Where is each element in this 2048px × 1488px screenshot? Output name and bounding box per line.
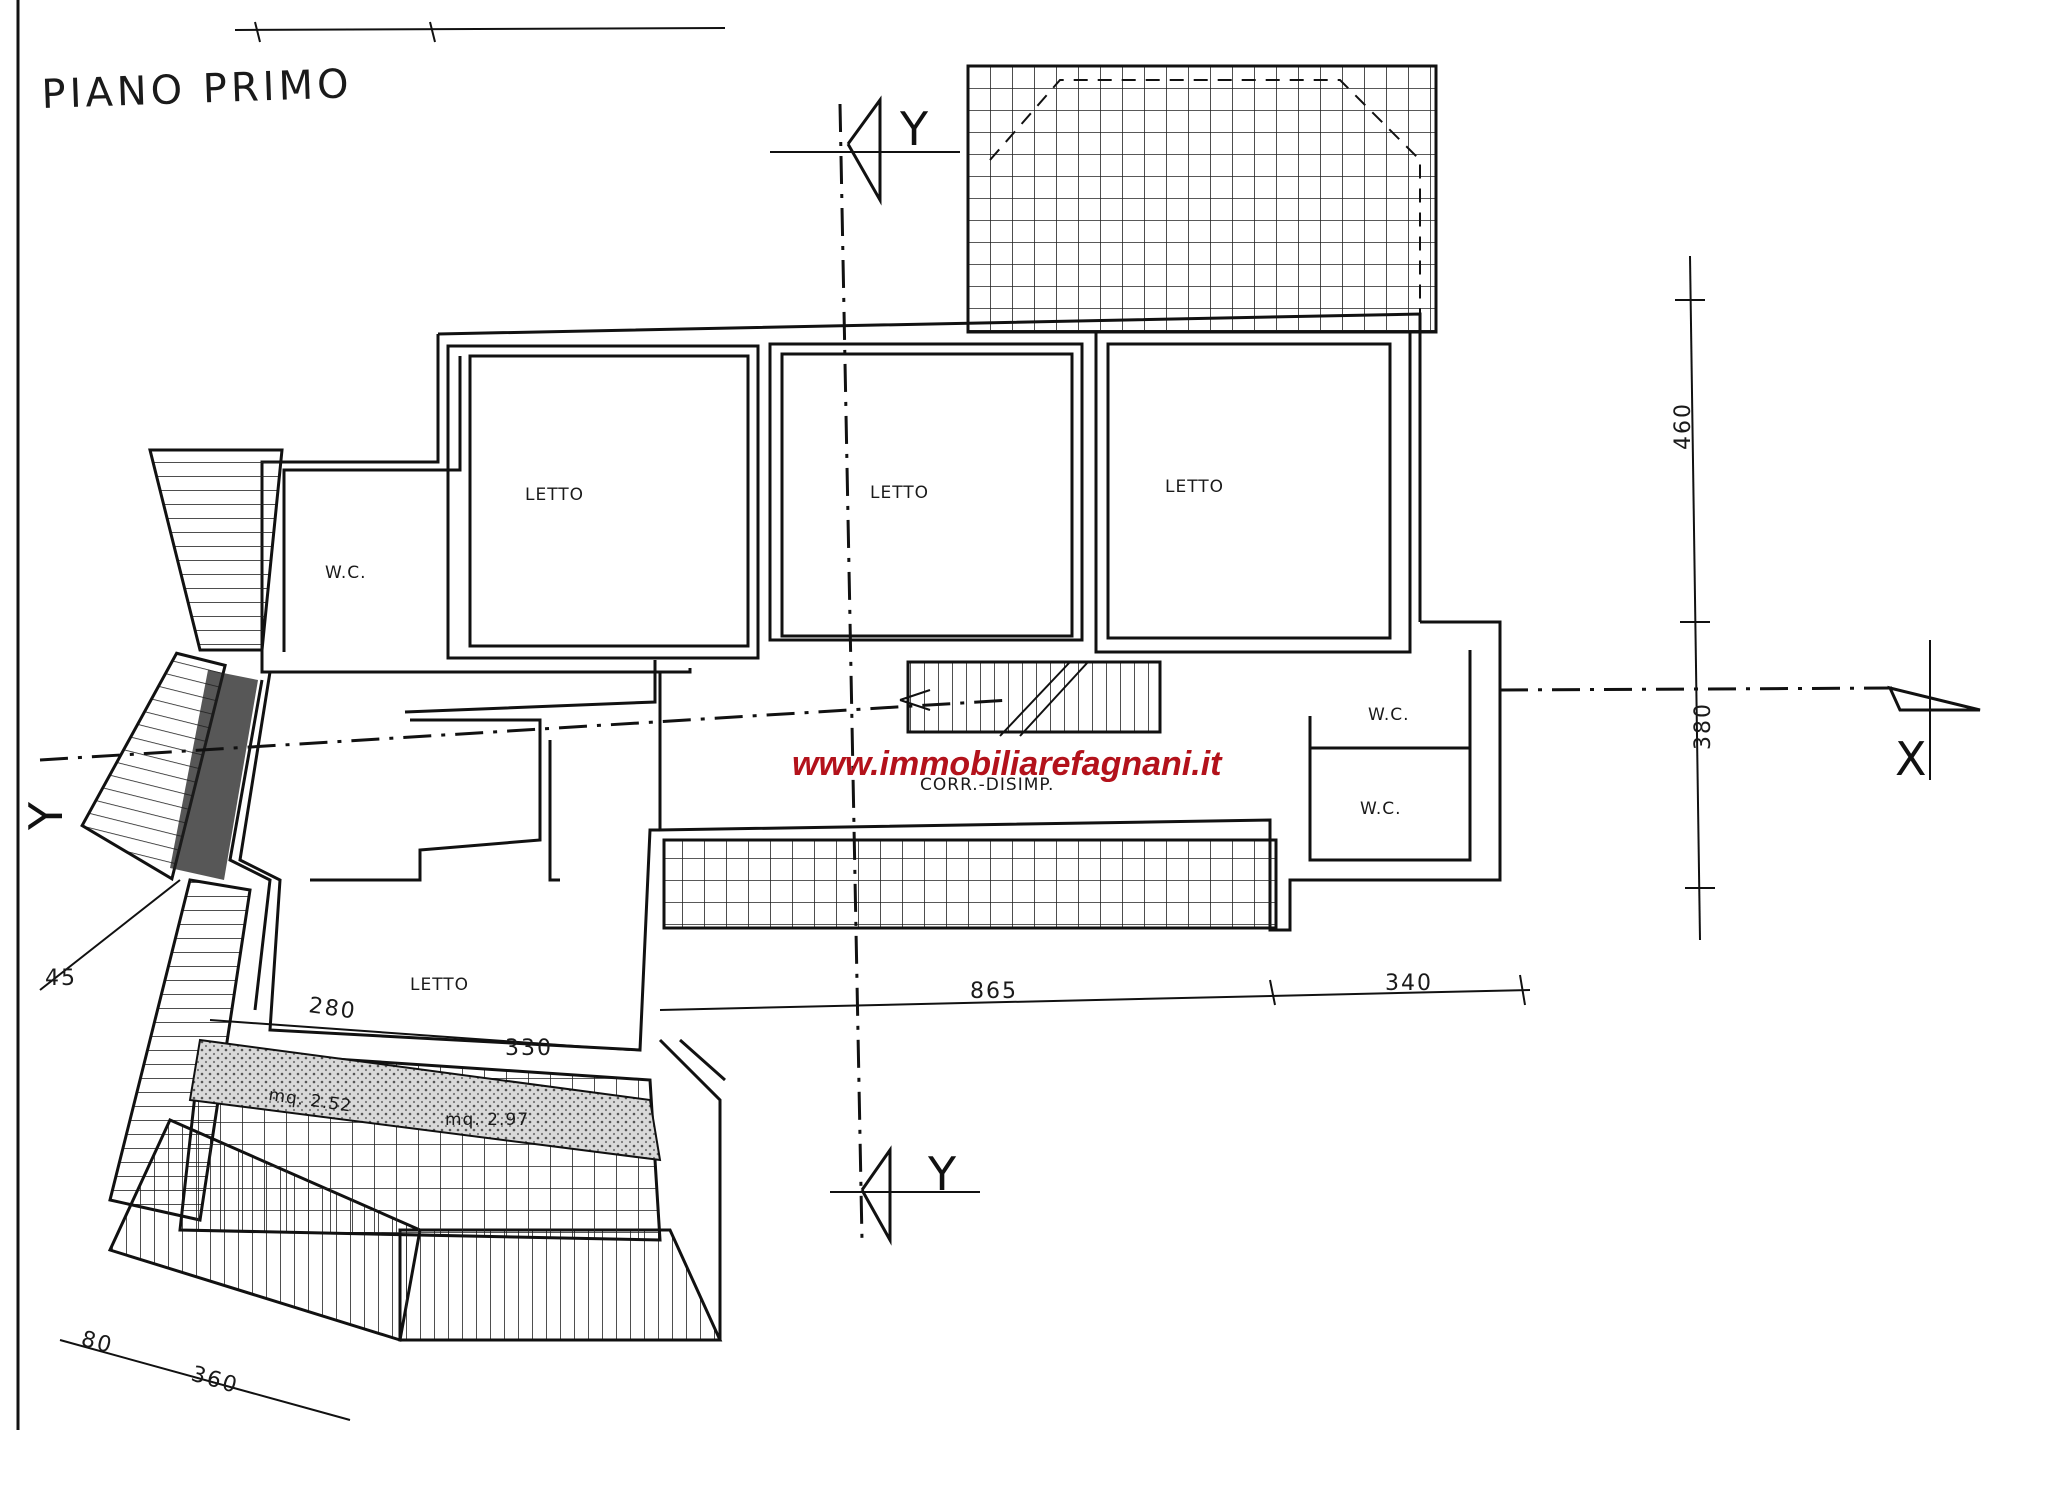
terrace-top [966,64,1438,334]
room-label-wc-1: W.C. [325,563,367,583]
section-marker-y-left: Y [19,801,73,831]
dim-vertical-right [1675,255,1715,941]
dim-460: 460 [1671,402,1696,450]
dim-80: 80 [78,1327,115,1359]
area-label-2: mq. 2.97 [445,1110,529,1130]
top-scale-bar [234,21,726,43]
dim-330: 330 [505,1036,553,1061]
dim-380: 380 [1691,702,1716,750]
dim-280: 280 [307,993,358,1024]
plan-title: PIANO PRIMO [41,61,354,118]
watermark-url[interactable]: www.immobiliarefagnani.it [792,745,1223,783]
room-label-letto-4: LETTO [410,975,469,995]
balcony-middle [662,838,1278,930]
room-label-letto-2: LETTO [870,483,929,503]
dim-45: 45 [45,966,77,991]
section-marker-y-top: Y [899,102,929,156]
section-marker-x-right: X [1895,732,1927,786]
room-label-letto-1: LETTO [525,485,584,505]
room-label-wc-2: W.C. [1368,705,1410,725]
room-label-wc-3: W.C. [1360,799,1402,819]
section-lines [39,95,1981,1246]
room-label-corridor: CORR.-DISIMP. [920,775,1054,795]
left-wing [39,448,726,1342]
section-marker-y-bottom: Y [927,1147,957,1201]
dim-340: 340 [1385,971,1433,996]
dim-360: 360 [188,1362,241,1399]
upper-block-walls [260,312,1502,932]
room-label-letto-3: LETTO [1165,477,1224,497]
dim-horizontal-lower [59,974,1531,1421]
dim-865: 865 [970,979,1018,1004]
